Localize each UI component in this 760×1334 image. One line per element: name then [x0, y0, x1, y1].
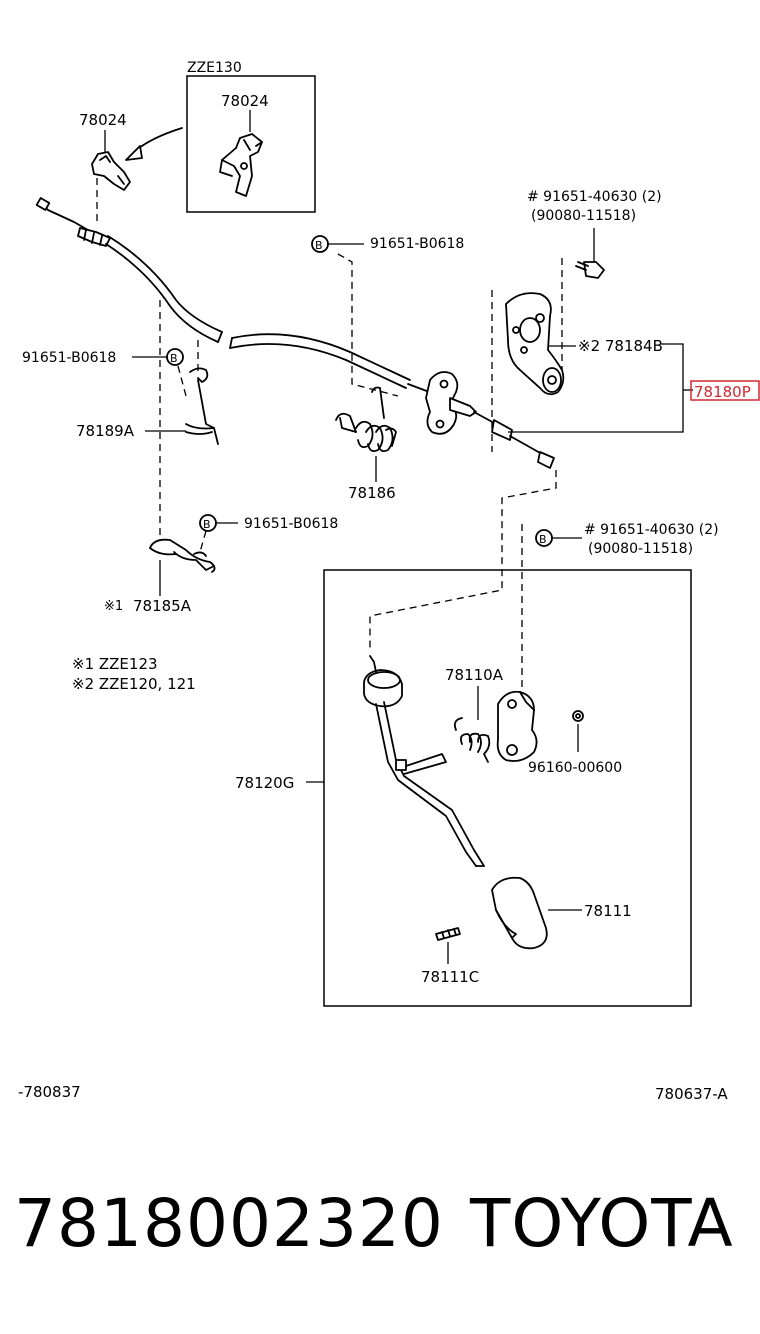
label-78110A[interactable]: 78110A — [445, 666, 504, 684]
pedal-pad-78111 — [491, 876, 548, 950]
bolt-symbol-left: B — [166, 348, 184, 366]
label-78184B[interactable]: ※2 78184B — [578, 337, 663, 355]
label-78024-inset[interactable]: 78024 — [221, 92, 269, 110]
bracket-78110A — [496, 690, 538, 762]
inset-box — [186, 75, 316, 213]
spring-78110A — [453, 717, 491, 763]
label-90080-11518-top[interactable]: (90080-11518) — [531, 208, 636, 224]
note-1: ※1 ZZE123 — [72, 655, 158, 673]
label-78111[interactable]: 78111 — [584, 902, 632, 920]
label-78111C[interactable]: 78111C — [421, 968, 479, 986]
label-91651-40630-mid[interactable]: # 91651-40630 (2) — [584, 522, 719, 538]
svg-text:B: B — [170, 352, 178, 365]
bolt-symbol-right: B — [535, 529, 553, 547]
accelerator-cable — [35, 197, 555, 469]
note-2: ※2 ZZE120, 121 — [72, 675, 196, 693]
footer-code-right: 780637-A — [655, 1085, 728, 1103]
label-96160-00600[interactable]: 96160-00600 — [528, 760, 622, 776]
pin-78111C — [435, 927, 461, 941]
label-91651-B0618-left[interactable]: 91651-B0618 — [22, 350, 116, 366]
bolt-91651-40630 — [575, 261, 605, 279]
label-91651-40630-top[interactable]: # 91651-40630 (2) — [527, 189, 662, 205]
bracket-78024 — [91, 151, 131, 191]
highlight-box-78180P — [690, 380, 760, 401]
footer-code-left: -780837 — [18, 1083, 81, 1101]
svg-text:B: B — [315, 239, 323, 252]
label-78180P[interactable]: 78180P — [694, 383, 751, 401]
label-91651-B0618-top[interactable]: 91651-B0618 — [370, 236, 464, 252]
brand-name: TOYOTA — [470, 1185, 734, 1262]
label-91651-B0618-mid[interactable]: 91651-B0618 — [244, 516, 338, 532]
label-78120G[interactable]: 78120G — [235, 774, 294, 792]
pedal-assembly-box — [323, 569, 692, 1007]
part-number: 7818002320 — [14, 1185, 444, 1262]
spring-clip-78186 — [335, 386, 397, 453]
svg-text:B: B — [539, 533, 547, 546]
clip-78185A — [149, 538, 216, 573]
bolt-symbol-top: B — [311, 235, 329, 253]
bracket-78184B — [505, 292, 565, 396]
inset-zze130: ZZE130 78024 — [186, 60, 316, 213]
svg-text:B: B — [203, 518, 211, 531]
inset-arrow-head — [125, 145, 143, 161]
label-78189A[interactable]: 78189A — [76, 422, 135, 440]
label-78185A[interactable]: 78185A — [133, 597, 192, 615]
bracket-78024-inset — [219, 133, 263, 197]
bolt-symbol-mid: B — [199, 514, 217, 532]
label-90080-11518-mid[interactable]: (90080-11518) — [588, 541, 693, 557]
label-78186[interactable]: 78186 — [348, 484, 396, 502]
nut-96160 — [572, 710, 584, 722]
pedal-lever-78120G — [363, 655, 485, 867]
bracket-78180P — [508, 343, 684, 433]
mark-78185A: ※1 — [104, 599, 123, 614]
label-78024[interactable]: 78024 — [79, 111, 127, 129]
inset-model-label: ZZE130 — [187, 60, 242, 76]
clip-78189A — [185, 367, 219, 445]
